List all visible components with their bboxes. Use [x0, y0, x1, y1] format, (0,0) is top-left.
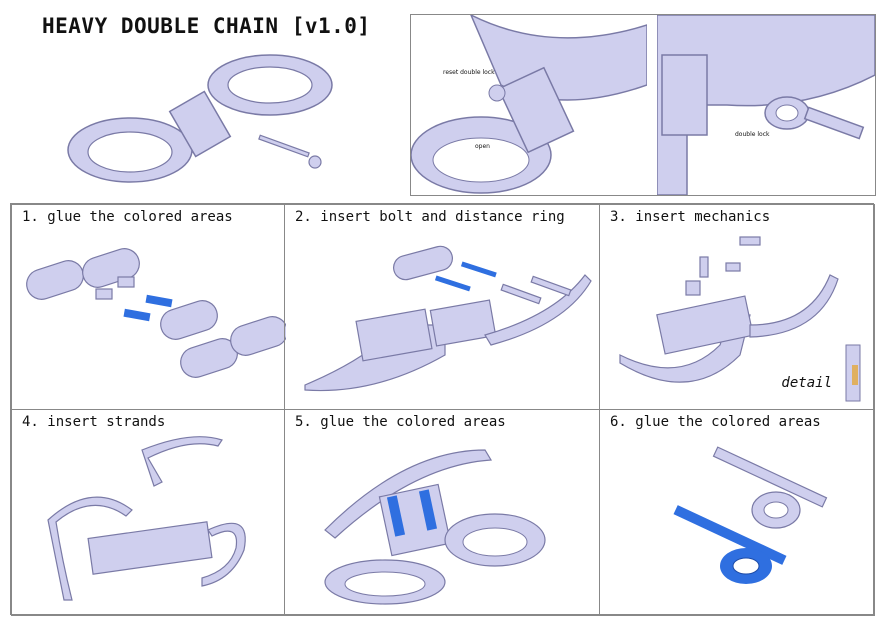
- reset-lock-detail: reset double lock open: [411, 15, 647, 195]
- step-5-cell: 5. glue the colored areas: [284, 409, 600, 616]
- step-1-label: 1. glue the colored areas: [22, 209, 233, 225]
- page-title: HEAVY DOUBLE CHAIN [v1.0]: [42, 14, 371, 38]
- step-1-cell: 1. glue the colored areas: [11, 204, 286, 410]
- double-lock-detail: double lock: [657, 15, 875, 195]
- step-4-label: 4. insert strands: [22, 414, 166, 430]
- detail-tag: detail: [781, 375, 832, 391]
- step-2-label: 2. insert bolt and distance ring: [295, 209, 565, 225]
- open-callout: open: [475, 143, 490, 150]
- step-3-illustration: [619, 236, 861, 402]
- step-5-illustration: [324, 449, 546, 605]
- step-3-cell: 3. insert mechanics detail: [599, 204, 875, 410]
- step-6-cell: 6. glue the colored areas: [599, 409, 875, 616]
- double-lock-callout: double lock: [735, 131, 770, 138]
- step-4-cell: 4. insert strands: [11, 409, 285, 616]
- assembly-steps-grid: 1. glue the colored areas 2. insert bolt…: [10, 203, 875, 616]
- step-5-label: 5. glue the colored areas: [295, 414, 506, 430]
- assembled-handcuffs-illustration: [67, 54, 333, 183]
- reset-double-lock-callout: reset double lock: [443, 69, 495, 76]
- step-2-cell: 2. insert bolt and distance ring: [284, 204, 600, 410]
- step-6-label: 6. glue the colored areas: [610, 414, 821, 430]
- step-3-label: 3. insert mechanics: [610, 209, 771, 225]
- step-2-illustration: [304, 245, 592, 392]
- step-1-illustration: [26, 248, 286, 378]
- step-6-illustration: [673, 446, 828, 584]
- step-4-illustration: [47, 436, 246, 601]
- detail-views-panel: reset double lock open double lock: [410, 14, 876, 196]
